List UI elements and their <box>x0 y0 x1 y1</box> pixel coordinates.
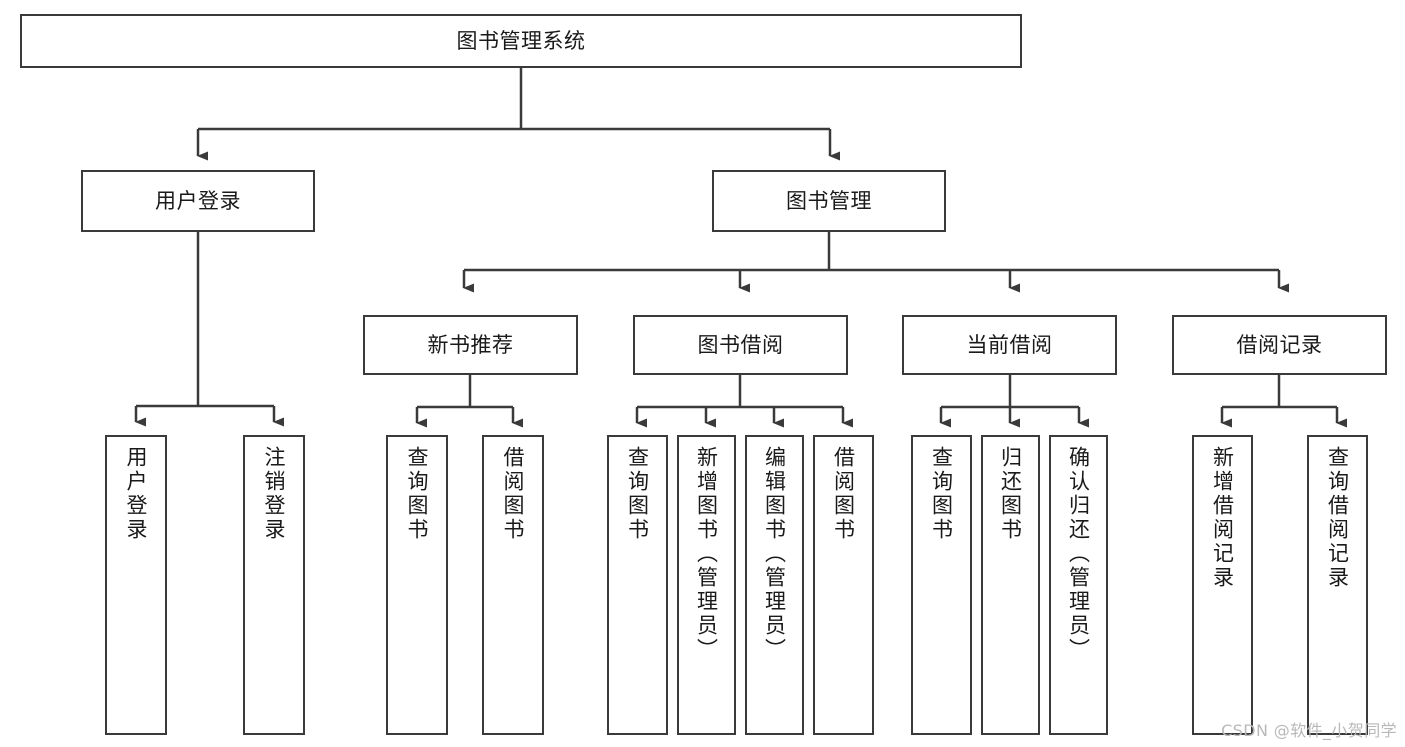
node-current-borrow[interactable]: 当前借阅 <box>902 315 1117 375</box>
node-user-login[interactable]: 用户登录 <box>81 170 315 232</box>
node-book-manage[interactable]: 图书管理 <box>712 170 946 232</box>
leaf-user-login[interactable]: 用户登录 <box>105 435 167 735</box>
leaf-logout[interactable]: 注销登录 <box>243 435 305 735</box>
leaf-return-book[interactable]: 归还图书 <box>981 435 1040 735</box>
node-label: 注销登录 <box>262 446 287 542</box>
node-label: 用户登录 <box>124 446 149 542</box>
node-label: 借阅图书 <box>501 446 526 542</box>
node-borrow-record[interactable]: 借阅记录 <box>1172 315 1387 375</box>
node-label: 查询图书 <box>929 446 954 542</box>
leaf-query-borrow-record[interactable]: 查询借阅记录 <box>1307 435 1368 735</box>
leaf-borrow-book[interactable]: 借阅图书 <box>813 435 874 735</box>
node-label: 借阅记录 <box>1236 332 1323 357</box>
csdn-watermark: CSDN @软件_小贺同学 <box>1221 721 1397 740</box>
node-label: 图书管理系统 <box>456 28 586 53</box>
node-label: 借阅图书 <box>831 446 856 542</box>
leaf-add-borrow-record[interactable]: 新增借阅记录 <box>1192 435 1253 735</box>
leaf-query-book-current[interactable]: 查询图书 <box>911 435 972 735</box>
node-book-borrow[interactable]: 图书借阅 <box>633 315 848 375</box>
node-label: 图书管理 <box>786 188 872 213</box>
node-label: 当前借阅 <box>966 332 1053 357</box>
leaf-query-book-borrow[interactable]: 查询图书 <box>607 435 668 735</box>
node-label: 新书推荐 <box>427 332 514 357</box>
node-label: 确认归还（管理员） <box>1066 446 1091 662</box>
node-label: 编辑图书（管理员） <box>762 446 787 662</box>
leaf-add-book-admin[interactable]: 新增图书（管理员） <box>677 435 736 735</box>
node-label: 新增图书（管理员） <box>694 446 719 662</box>
node-label: 新增借阅记录 <box>1210 446 1235 590</box>
node-label: 查询借阅记录 <box>1325 446 1350 590</box>
leaf-borrow-book-recommend[interactable]: 借阅图书 <box>482 435 544 735</box>
node-label: 图书借阅 <box>697 332 784 357</box>
node-label: 归还图书 <box>998 446 1023 542</box>
node-root-system[interactable]: 图书管理系统 <box>20 14 1022 68</box>
leaf-confirm-return-admin[interactable]: 确认归还（管理员） <box>1049 435 1108 735</box>
node-new-book-recommend[interactable]: 新书推荐 <box>363 315 578 375</box>
leaf-edit-book-admin[interactable]: 编辑图书（管理员） <box>745 435 804 735</box>
node-label: 查询图书 <box>625 446 650 542</box>
node-label: 用户登录 <box>155 188 241 213</box>
node-label: 查询图书 <box>405 446 430 542</box>
leaf-query-book-recommend[interactable]: 查询图书 <box>386 435 448 735</box>
